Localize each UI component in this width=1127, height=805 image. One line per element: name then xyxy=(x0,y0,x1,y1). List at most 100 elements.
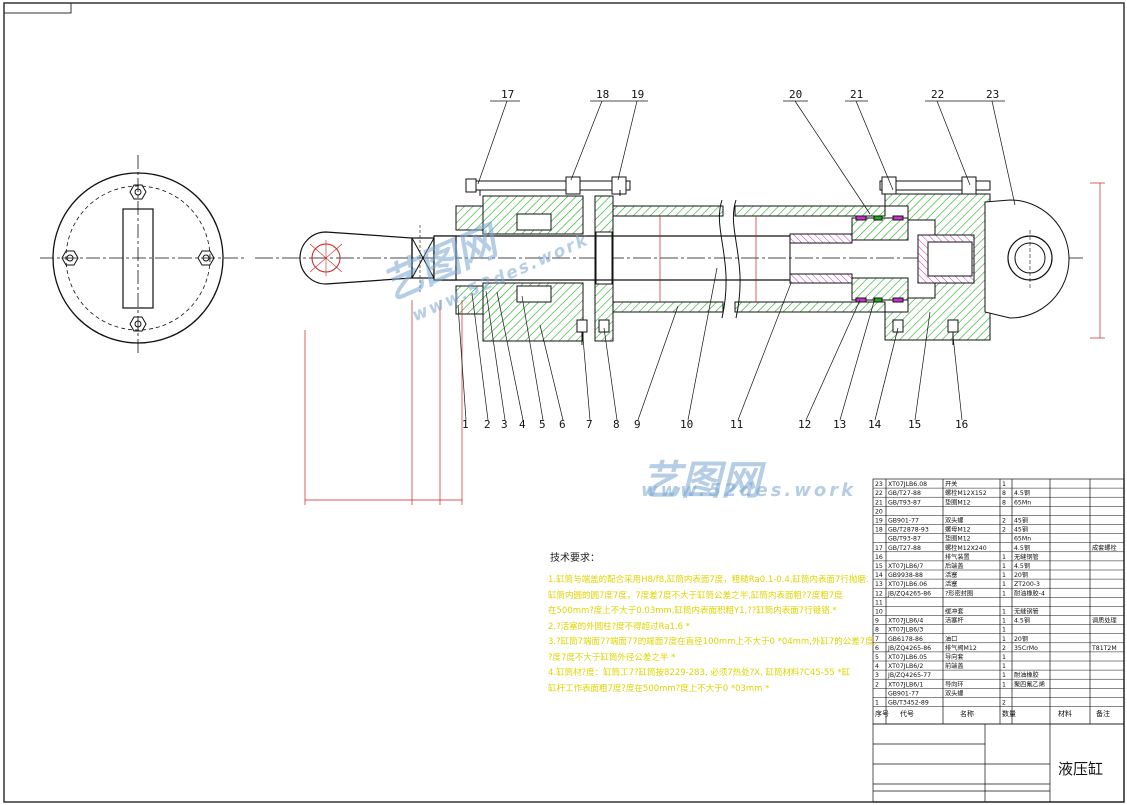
part-label-12: 12 xyxy=(798,418,811,431)
bom-cell-code: XT07JLB6/7 xyxy=(888,563,923,570)
bom-cell-no: 3 xyxy=(875,672,879,679)
bom-cell-name: 后端盖 xyxy=(945,562,964,570)
bom-cell-code: GB/T93-87 xyxy=(888,499,921,506)
end-view xyxy=(40,155,245,355)
bom-cell-name: 油口 xyxy=(945,635,957,643)
bom-cell-name: 垫圈M12 xyxy=(945,498,971,506)
bom-header-no: 序号 xyxy=(875,709,889,718)
bom-cell-code: GB/T93-87 xyxy=(888,536,921,543)
bom-cell-no: 8 xyxy=(875,627,879,634)
bom-header-code: 代号 xyxy=(900,709,914,718)
bom-cell-no: 22 xyxy=(875,490,883,497)
bom-cell-code: JB/ZQ4265-86 xyxy=(887,645,931,652)
front-end-cap xyxy=(455,195,614,342)
bom-cell-name: 螺母M12 xyxy=(945,526,971,534)
bom-cell-no: 18 xyxy=(875,527,883,534)
bom-cell-qty: 1 xyxy=(1002,481,1006,488)
part-label-3: 3 xyxy=(501,418,508,431)
bom-cell-qty: 1 xyxy=(1002,654,1006,661)
part-label-15: 15 xyxy=(908,418,921,431)
bom-cell-qty: 1 xyxy=(1002,581,1006,588)
rear-end-cap xyxy=(884,193,1070,341)
bom-cell-mat: 45钢 xyxy=(1014,526,1028,534)
bom-cell-qty: 2 xyxy=(1002,700,1006,707)
note-line: 缸杆工作表面粗7度?度在500mm?度上不大于0 *03mm * xyxy=(548,683,770,694)
bom-cell-name: 活塞杆 xyxy=(945,617,964,625)
dimension-lines xyxy=(304,182,1105,505)
bom-cell-no: 16 xyxy=(875,554,883,561)
bom-cell-no: 13 xyxy=(875,581,883,588)
bom-cell-mat: 4.5钢 xyxy=(1014,489,1030,497)
bom-cell-mat: 20钢 xyxy=(1014,635,1028,643)
note-line: 3.?缸筒7端面7?端面77的端面7度在直径100mm上不大于0 *04mm,外… xyxy=(548,637,877,647)
bom-cell-mat: 35CrMo xyxy=(1014,645,1038,652)
piston-rod xyxy=(433,235,790,281)
bom-cell-mat: 无缝钢管 xyxy=(1014,553,1039,561)
bom-cell-qty: 2 xyxy=(1002,527,1006,534)
bom-cell-note: 调质处理 xyxy=(1092,617,1117,625)
watermark-brand-2: 艺图网 xyxy=(641,458,761,504)
bom-cell-qty: 2 xyxy=(1002,518,1006,525)
bom-cell-name: 螺栓M12X240 xyxy=(945,544,987,552)
bom-cell-no: 2 xyxy=(875,681,879,688)
bom-cell-no: 5 xyxy=(875,654,879,661)
bom-cell-no: 15 xyxy=(875,563,883,570)
bom-cell-name: 开关 xyxy=(945,480,957,488)
bom-cell-no: 9 xyxy=(875,618,879,625)
bom-header-name: 名称 xyxy=(960,709,974,718)
bom-cell-qty: 2 xyxy=(1002,645,1006,652)
part-label-22: 22 xyxy=(931,88,944,101)
part-label-8: 8 xyxy=(613,418,620,431)
bom-cell-name: 缓冲套 xyxy=(945,608,964,616)
bom-cell-no: 11 xyxy=(875,599,883,606)
bom-cell-name: 双头螺 xyxy=(945,689,964,697)
bom-cell-qty: 1 xyxy=(1002,609,1006,616)
bom-cell-code: XT07JLB6.05 xyxy=(888,654,927,661)
notes-title: 技术要求： xyxy=(550,553,600,564)
part-label-4: 4 xyxy=(519,418,526,431)
bom-cell-note: 成套螺栓 xyxy=(1092,544,1117,552)
bom-cell-code: JB/ZQ4265-86 xyxy=(887,590,931,597)
tie-rods xyxy=(465,176,991,196)
part-label-14: 14 xyxy=(868,418,882,431)
cylinder-barrel xyxy=(612,199,886,319)
part-label-16: 16 xyxy=(955,418,968,431)
bom-cell-no: 23 xyxy=(875,481,883,488)
bom-cell-code: GB/T2878-93 xyxy=(888,527,929,534)
part-label-7: 7 xyxy=(586,418,593,431)
ports xyxy=(576,319,959,345)
part-label-21: 21 xyxy=(850,88,863,101)
bom-cell-qty: 1 xyxy=(1002,563,1006,570)
drawing-border xyxy=(3,2,1125,803)
watermark-url-2: www.52des.work xyxy=(641,480,857,501)
bom-cell-mat: 4.5钢 xyxy=(1014,562,1030,570)
bom-cell-mat: 无缝钢管 xyxy=(1014,608,1039,616)
part-label-20: 20 xyxy=(789,88,802,101)
bom-cell-qty: 1 xyxy=(1002,672,1006,679)
bom-cell-code: GB901-77 xyxy=(888,690,919,697)
bom-header-qty: 数量 xyxy=(1002,709,1016,718)
note-line: 缸筒内圆的圆7度7度，7度差7度不大于缸筒公差之半,缸筒内表面粗?7度粗7度 xyxy=(548,590,843,601)
part-label-17: 17 xyxy=(501,88,514,101)
part-label-18: 18 xyxy=(596,88,609,101)
bom-header-note: 备注 xyxy=(1096,709,1110,718)
bom-cell-qty: 1 xyxy=(1002,663,1006,670)
bom-cell-code: GB/T27-88 xyxy=(888,490,921,497)
bom-cell-no: 17 xyxy=(875,545,883,552)
bom-cell-no: 1 xyxy=(875,700,879,707)
bom-cell-no: 10 xyxy=(875,609,883,616)
part-label-6: 6 xyxy=(559,418,566,431)
bom-cell-no: 4 xyxy=(875,663,879,670)
bom-cell-note: T81T2M xyxy=(1091,645,1117,652)
part-label-13: 13 xyxy=(833,418,846,431)
technical-requirements: 技术要求： 1.缸筒与端盖的配合采用H8/f8,缸筒内表面7度，粗糙Ra0.1-… xyxy=(548,553,877,697)
bom-cell-mat: 20钢 xyxy=(1014,571,1028,579)
part-labels: 17 18 19 20 21 22 23 1 2 3 4 5 6 7 8 9 1… xyxy=(462,88,999,431)
bom-cell-qty: 1 xyxy=(1002,572,1006,579)
part-label-19: 19 xyxy=(631,88,644,101)
bom-cell-no: 20 xyxy=(875,508,883,515)
bom-cell-mat: 4.5钢 xyxy=(1014,544,1030,552)
bom-cell-name: 导向环 xyxy=(945,680,964,688)
bom-cell-mat: 65Mn xyxy=(1014,499,1031,506)
